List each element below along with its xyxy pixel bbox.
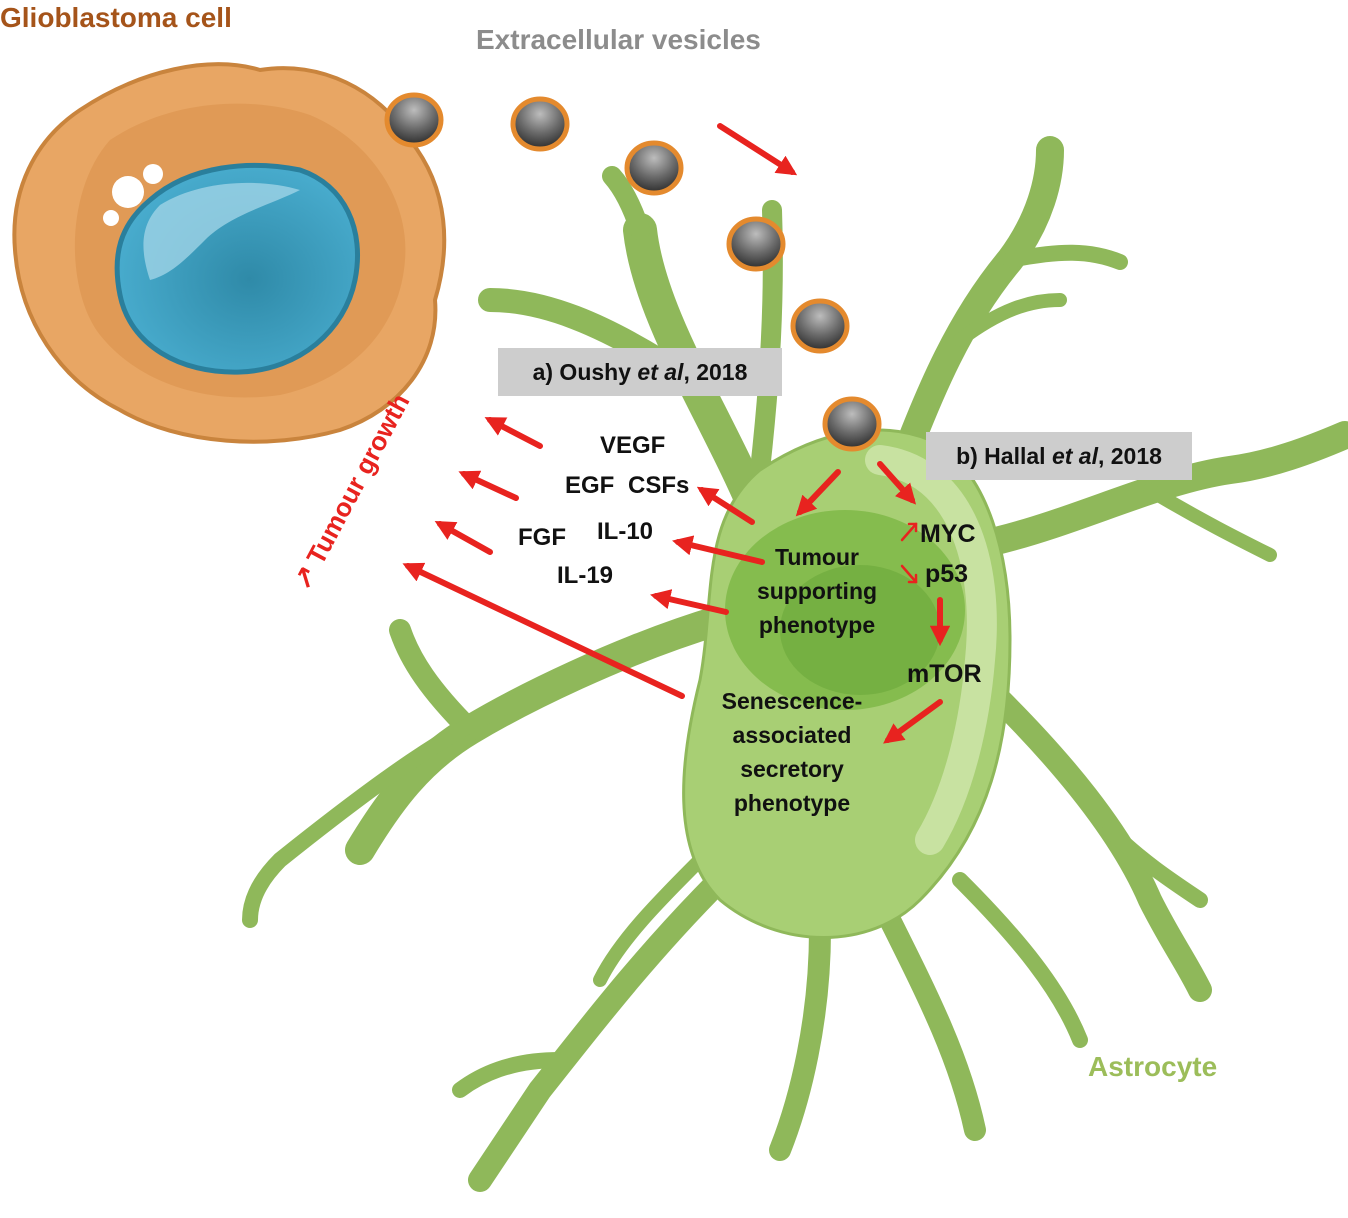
reference-oushy-prefix: a) Oushy <box>532 358 638 385</box>
glioblastoma-cell-title: Glioblastoma cell <box>0 2 232 33</box>
phenotype-line: Tumour <box>775 544 859 570</box>
small-regulation-arrows <box>900 522 918 584</box>
factor-fgf: FGF <box>518 524 566 551</box>
astrocyte-soma-highlight <box>865 445 997 855</box>
reference-hallal-prefix: b) Hallal <box>956 442 1052 469</box>
phenotype-line: supporting <box>756 578 878 604</box>
arrow-senescence-to-growth <box>402 562 685 699</box>
arrow-to-il19 <box>650 589 729 615</box>
phenotype-line: Senescence- <box>721 688 863 714</box>
vesicle-direction-arrow <box>717 123 798 176</box>
glioblastoma-nucleus-highlight <box>143 182 300 280</box>
astrocyte-cell <box>242 136 1348 1192</box>
glioblastoma-vacuole <box>112 176 144 208</box>
p53-down-arrowhead <box>907 573 918 584</box>
astrocyte-title: Astrocyte <box>1088 1051 1218 1082</box>
factor-vegf: VEGF <box>600 432 666 459</box>
reference-hallal-box: b) Hallal et al , 2018 <box>926 432 1192 480</box>
reference-oushy-etal: et al <box>637 358 684 385</box>
p53-down-arrow <box>900 564 918 584</box>
arrow-vegf-to-growth <box>484 417 543 449</box>
factor-csfs: CSFs <box>628 472 690 499</box>
astrocyte-nucleus-inner <box>780 565 940 695</box>
arrow-egf-to-growth <box>458 470 519 501</box>
arrow-to-myc <box>877 461 917 505</box>
arrow-to-tumour-supporting <box>795 469 841 517</box>
reference-oushy-box: a) Oushy et al , 2018 <box>498 348 782 396</box>
phenotype-line: secretory <box>740 756 844 782</box>
vesicle <box>822 396 882 452</box>
arrow-to-csfs <box>696 486 755 525</box>
glioblastoma-vacuole <box>103 210 119 226</box>
reference-hallal-suffix: , 2018 <box>1097 442 1162 469</box>
extracellular-vesicles-title: Extracellular vesicles <box>476 24 761 55</box>
reference-hallal-etal: et al <box>1051 442 1098 469</box>
arrow-to-il10 <box>672 535 765 565</box>
pathway-p53: p53 <box>925 560 969 588</box>
vesicle <box>726 216 786 272</box>
factor-il19: IL-19 <box>557 562 614 589</box>
factor-egf: EGF <box>565 472 615 499</box>
vesicle <box>790 298 850 354</box>
pathway-mtor: mTOR <box>907 660 982 688</box>
factor-il10: IL-10 <box>597 518 654 545</box>
phenotype-line: phenotype <box>733 790 851 816</box>
phenotype-line: phenotype <box>758 612 876 638</box>
vesicle <box>384 92 444 148</box>
pathway-myc: MYC <box>920 520 976 548</box>
extracellular-vesicles <box>384 92 882 452</box>
vesicle <box>624 140 684 196</box>
arrows <box>402 123 951 744</box>
vesicle <box>510 96 570 152</box>
reference-oushy-suffix: , 2018 <box>683 358 748 385</box>
senescence-phenotype-label: Senescence- associated secretory phenoty… <box>712 684 872 820</box>
myc-up-arrowhead <box>907 522 918 533</box>
myc-up-arrow <box>900 522 918 542</box>
arrow-mtor-to-senescence <box>883 699 943 744</box>
glioblastoma-vacuole <box>143 164 163 184</box>
phenotype-line: associated <box>732 722 852 748</box>
tumour-supporting-phenotype-label: Tumour supporting phenotype <box>742 540 892 642</box>
arrow-fgf-to-growth <box>434 521 493 555</box>
